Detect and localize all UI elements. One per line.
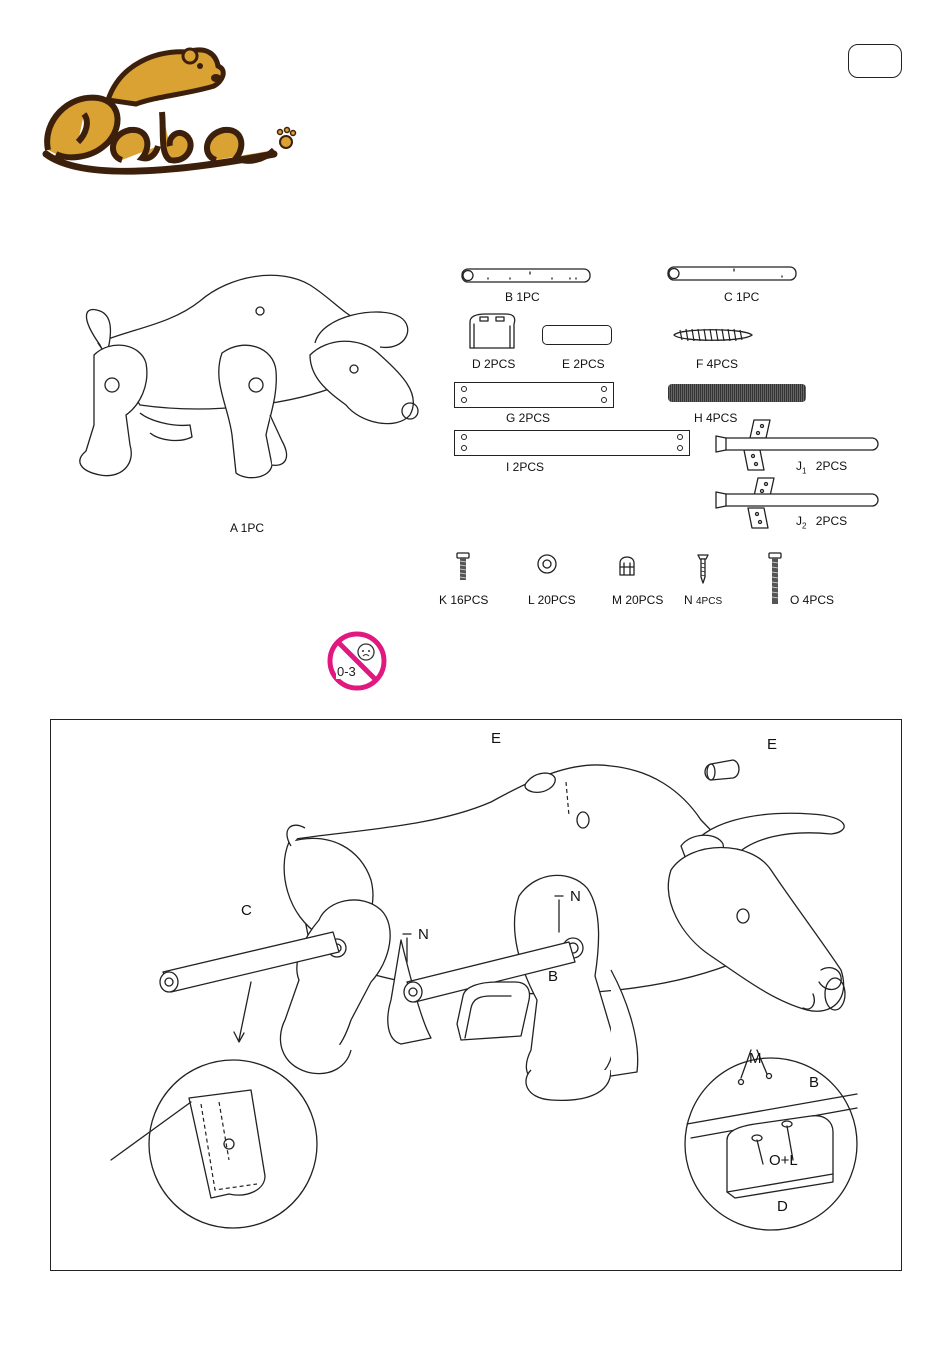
part-c-illustration: [664, 264, 800, 284]
part-f-label: F 4PCS: [696, 357, 738, 371]
part-d-illustration: [466, 312, 520, 352]
part-l-illustration: [536, 553, 558, 575]
assembly-label-n1: N: [418, 926, 429, 943]
part-a-illustration: A 1PC: [60, 265, 430, 505]
part-i-label: I 2PCS: [506, 460, 544, 474]
part-n-letter: N: [684, 593, 696, 607]
age-warning-text: 0-3: [336, 664, 357, 679]
part-j2-label: J2 2PCS: [796, 514, 847, 530]
part-g-illustration: [454, 382, 614, 408]
page-badge: [848, 44, 902, 78]
part-g-label: G 2PCS: [506, 411, 550, 425]
part-m-illustration: [616, 551, 638, 577]
assembly-label-b: B: [548, 968, 558, 985]
part-d-label: D 2PCS: [472, 357, 515, 371]
part-j1-qty: 2PCS: [816, 459, 847, 473]
part-j1-label: J1 2PCS: [796, 459, 847, 475]
part-l-label: L 20PCS: [528, 593, 576, 607]
part-k-label: K 16PCS: [439, 593, 488, 607]
assembly-label-e2: E: [767, 736, 777, 753]
brand-logo: [38, 42, 300, 182]
part-b-label: B 1PC: [505, 290, 540, 304]
part-i-illustration: [454, 430, 690, 456]
part-j2-subscript: 2: [802, 521, 806, 530]
part-e-label: E 2PCS: [562, 357, 605, 371]
part-j2-qty: 2PCS: [816, 514, 847, 528]
part-c-label: C 1PC: [724, 290, 759, 304]
detail-label-o-plus-l: O+L: [769, 1152, 798, 1169]
detail-label-d: D: [777, 1198, 788, 1215]
part-o-illustration: [766, 552, 784, 606]
age-warning-icon: 0-3: [326, 630, 388, 692]
part-n-label: N 4PCS: [684, 593, 722, 607]
part-k-illustration: [454, 552, 472, 582]
assembly-label-e1: E: [491, 730, 501, 747]
part-m-label: M 20PCS: [612, 593, 663, 607]
part-o-label: O 4PCS: [790, 593, 834, 607]
part-n-qty: 4PCS: [696, 596, 722, 607]
assembly-label-c: C: [241, 902, 252, 919]
part-n-illustration: [696, 553, 710, 585]
assembly-step-panel: E E C N N B M B O+L D: [50, 719, 902, 1271]
detail-label-m: M: [749, 1050, 762, 1067]
assembly-label-n2: N: [570, 888, 581, 905]
part-e-illustration: [542, 325, 612, 345]
part-f-illustration: [670, 326, 756, 344]
part-b-illustration: [458, 266, 594, 286]
detail-label-b: B: [809, 1074, 819, 1091]
part-a-label: A 1PC: [230, 521, 264, 535]
part-h-illustration: [668, 384, 806, 402]
